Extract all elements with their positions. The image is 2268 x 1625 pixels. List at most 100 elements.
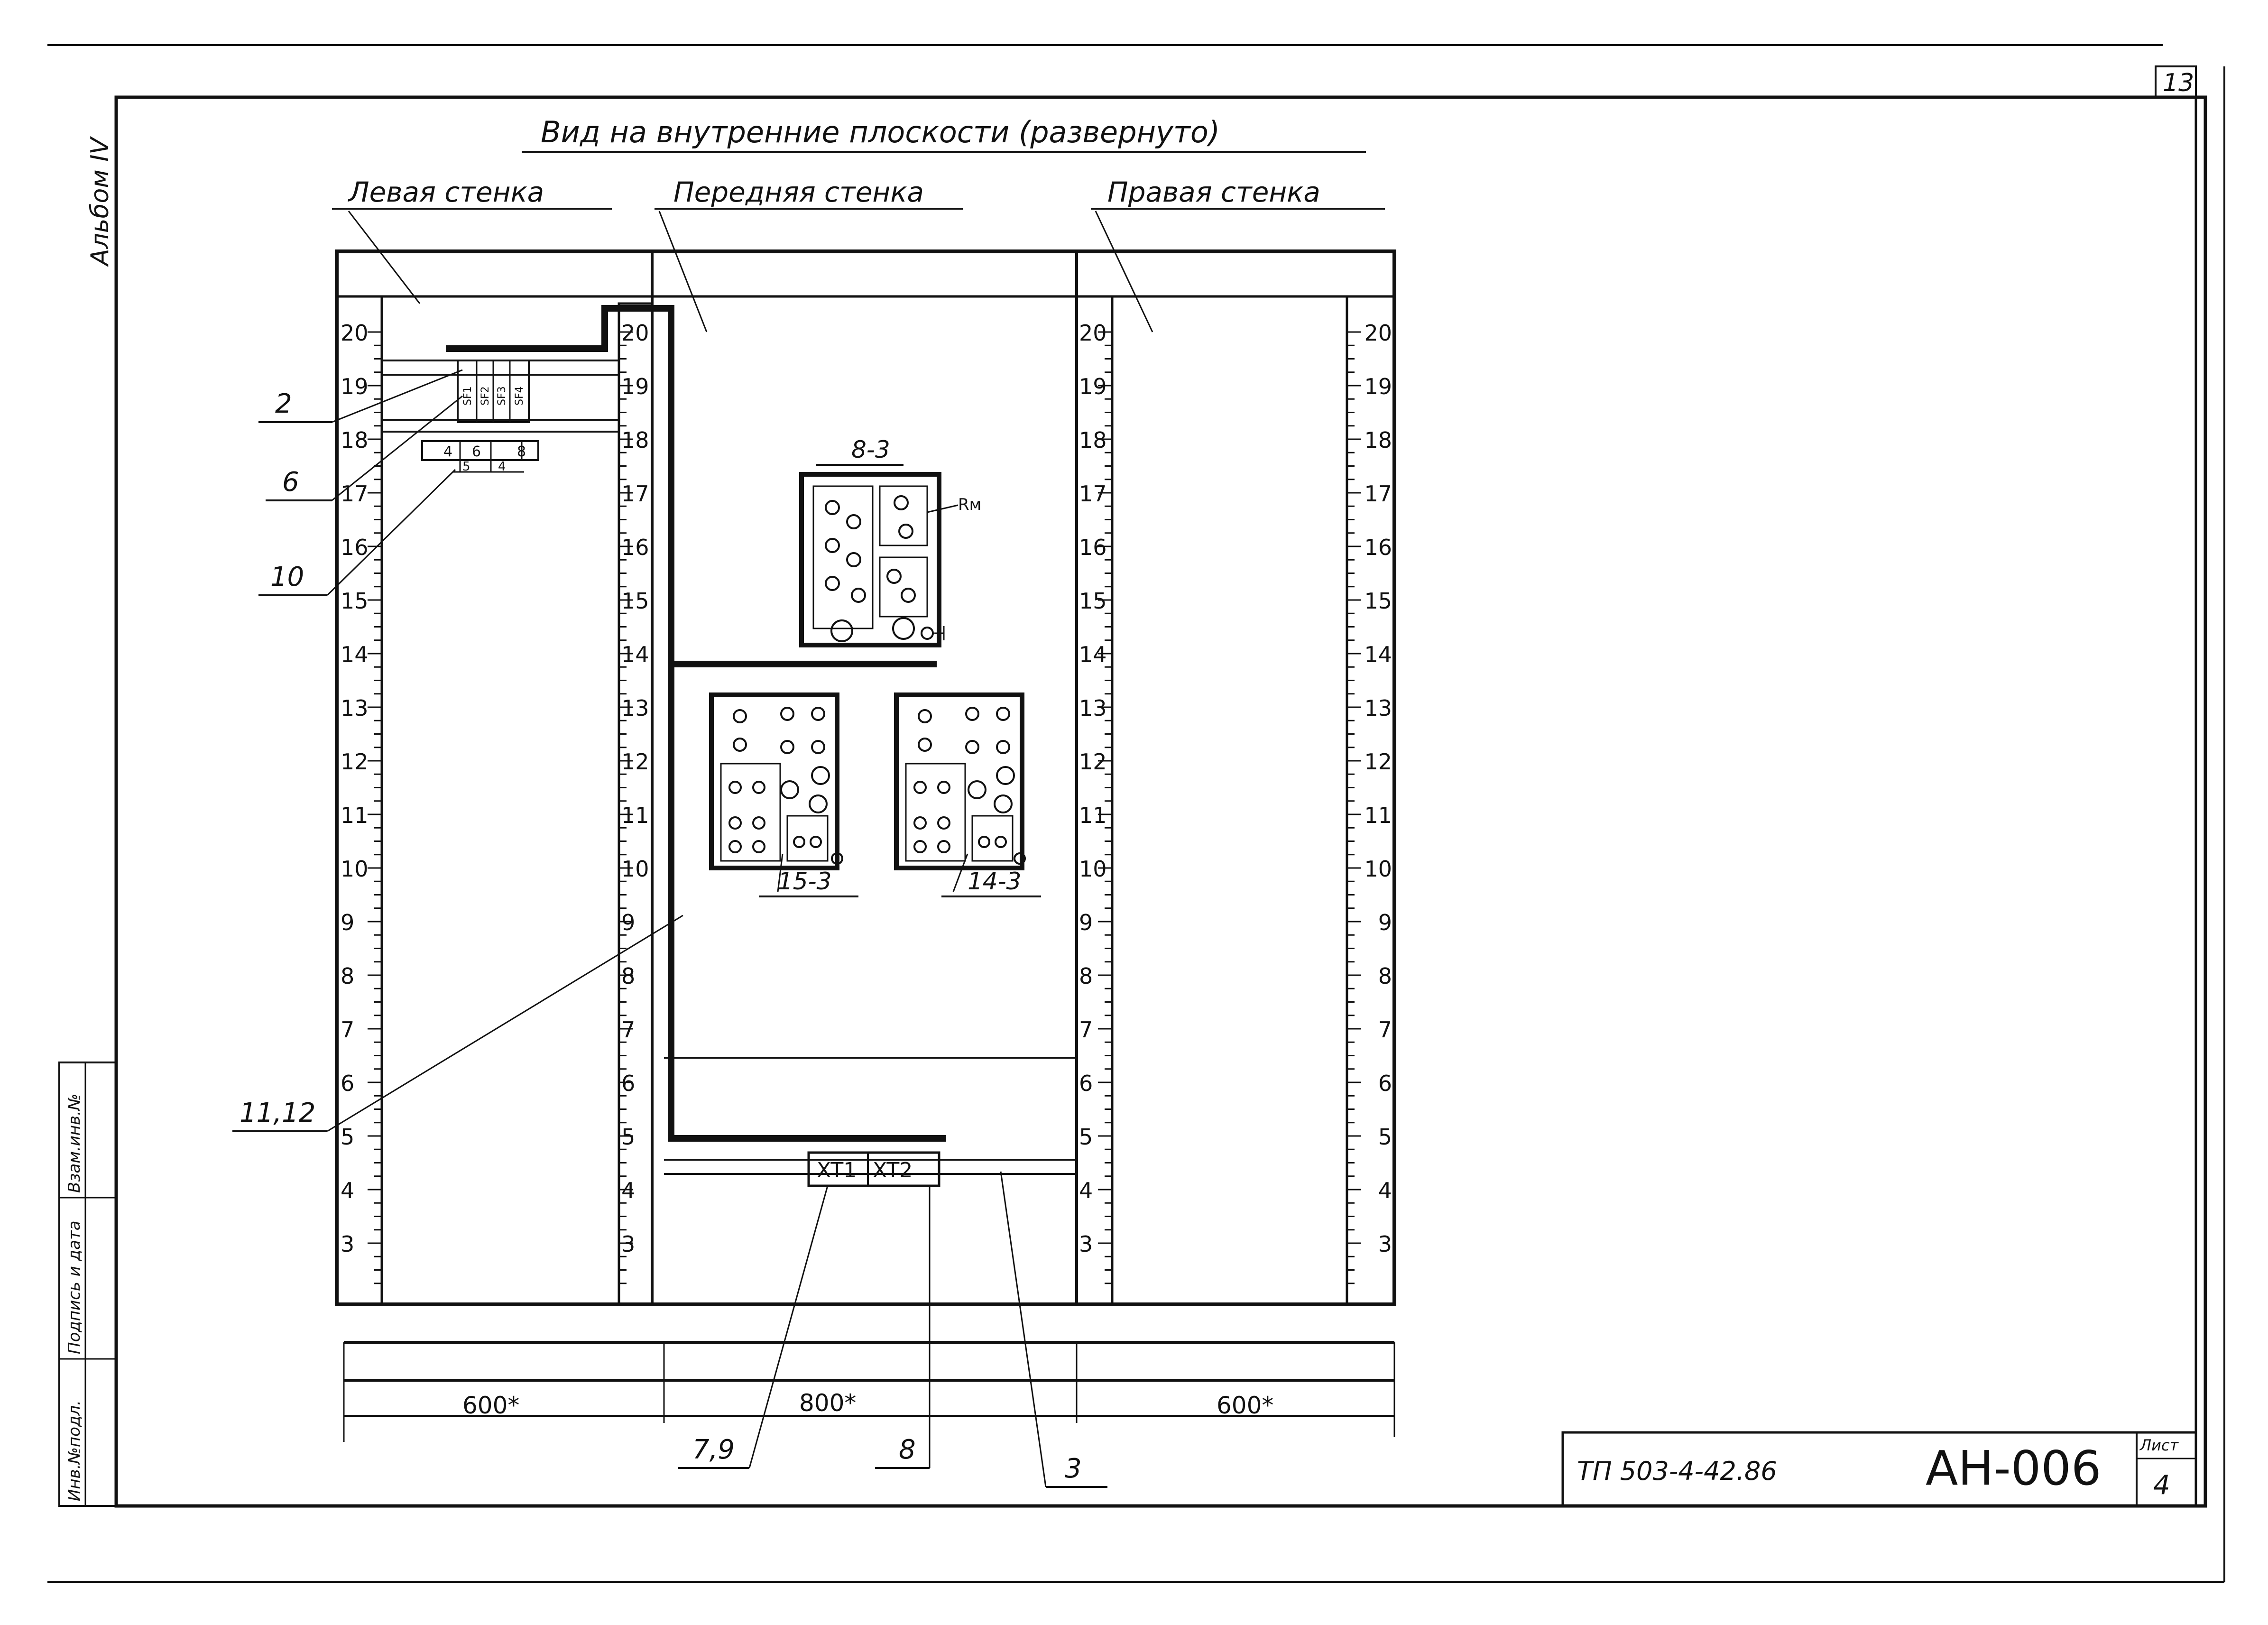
scale-mark-label: 9 — [1079, 910, 1093, 935]
wall-label-left: Левая стенка — [348, 176, 544, 208]
scale-mark-label: 7 — [621, 1017, 635, 1043]
scale-mark-label: 9 — [1378, 910, 1392, 935]
stamp-cell-sign: Подпись и дата — [65, 1220, 84, 1354]
scale-mark-label: 19 — [621, 374, 649, 399]
doc-number: ТП 503-4-42.86 — [1577, 1456, 1777, 1486]
scale-mark-label: 12 — [1079, 749, 1107, 775]
terminal-top-4: 4 — [443, 443, 452, 460]
scale-mark-label: 19 — [1079, 374, 1107, 399]
scale-mark-label: 18 — [1079, 427, 1107, 453]
dimensions: 600* 800* 600* — [343, 1342, 1395, 1442]
terminal-top-8: 8 — [517, 443, 526, 460]
scale-mark-label: 17 — [1364, 481, 1392, 507]
scale-mark-label: 11 — [1364, 803, 1392, 828]
scale-mark-label: 4 — [621, 1178, 635, 1203]
scale-mark-label: 10 — [341, 856, 369, 882]
scale-mark-label: 15 — [621, 588, 649, 614]
scale-mark-label: 15 — [1364, 588, 1392, 614]
scale-mark-label: 3 — [621, 1231, 635, 1257]
scale-mark-label: 15 — [341, 588, 369, 614]
scale-mark-label: 5 — [1378, 1124, 1392, 1150]
scale-mark-label: 11 — [1079, 803, 1107, 828]
callout-6: 6 — [282, 467, 299, 498]
scale-mark-label: 4 — [1079, 1178, 1093, 1203]
scale-mark-label: 12 — [621, 749, 649, 775]
wall-label-front: Передняя стенка — [673, 176, 924, 208]
scale-mark-label: 16 — [1079, 535, 1107, 560]
scale-mark-label: 9 — [341, 910, 354, 935]
callout-3: 3 — [1065, 1453, 1082, 1484]
scale-mark-label: 17 — [621, 481, 649, 507]
scale-mark-label: 10 — [1364, 856, 1392, 882]
scale-mark-label: 4 — [1378, 1178, 1392, 1203]
scale-mark-label: 20 — [341, 320, 369, 346]
scale-mark-label: 10 — [621, 856, 649, 882]
scale-mark-label: 14 — [621, 642, 649, 667]
device-8-3-label: 8-3 — [851, 436, 890, 463]
device-15-3-label: 15-3 — [778, 868, 831, 895]
scale-mark-label: 19 — [1364, 374, 1392, 399]
terminal-bottom-5: 5 — [462, 460, 470, 474]
scale-mark-label: 13 — [1079, 695, 1107, 721]
scale-mark-label: 17 — [341, 481, 369, 507]
sheet-number: 4 — [2153, 1470, 2170, 1501]
scale-mark-label: 5 — [1079, 1124, 1093, 1150]
scale-mark-label: 8 — [1378, 963, 1392, 989]
scale-mark-label: 15 — [1079, 588, 1107, 614]
scale-mark-label: 3 — [1079, 1231, 1093, 1257]
stamp-cell-replace: Взам.инв.№ — [65, 1094, 84, 1193]
cable-run — [446, 305, 946, 1142]
scale-mark-label: 14 — [1364, 642, 1392, 667]
scale-mark-label: 12 — [1364, 749, 1392, 775]
callout-11-12: 11,12 — [240, 1098, 315, 1128]
scale-mark-label: 20 — [1079, 320, 1107, 346]
scale-mark-label: 3 — [341, 1231, 354, 1257]
scale-mark-label: 13 — [1364, 695, 1392, 721]
scale-mark-label: 10 — [1079, 856, 1107, 882]
scale-mark-label: 11 — [341, 803, 369, 828]
scale-mark-label: 8 — [341, 963, 354, 989]
breaker-block: SF1 SF2 SF3 SF4 4 6 8 5 4 — [382, 345, 619, 474]
page-number: 13 — [2163, 69, 2194, 97]
scale-mark-label: 7 — [1378, 1017, 1392, 1043]
scale-mark-label: 12 — [341, 749, 369, 775]
scale-mark-label: 14 — [341, 642, 369, 667]
breaker-sf4: SF4 — [514, 386, 526, 406]
scale-mark-label: 8 — [621, 963, 635, 989]
terminal-top-6: 6 — [472, 443, 481, 460]
sheet-frame — [47, 44, 2225, 1583]
album-label: Альбом IV — [86, 136, 114, 267]
dimension-front: 800* — [799, 1389, 856, 1417]
scale-mark-label: 20 — [1364, 320, 1392, 346]
scale-mark-label: 17 — [1079, 481, 1107, 507]
sheet-label: Лист — [2139, 1436, 2179, 1454]
device-14-3-label: 14-3 — [968, 868, 1021, 895]
doc-code: АН-006 — [1926, 1440, 2102, 1496]
scale-mark-label: 13 — [621, 695, 649, 721]
scale-mark-label: 6 — [1079, 1071, 1093, 1096]
scale-mark-label: 13 — [341, 695, 369, 721]
terminal-bottom-4: 4 — [498, 460, 506, 474]
scale-mark-label: 5 — [621, 1124, 635, 1150]
scale-mark-label: 16 — [621, 535, 649, 560]
scale-mark-label: 14 — [1079, 642, 1107, 667]
stamp-cell-inv: Инв.№подл. — [65, 1400, 84, 1501]
scale-mark-label: 8 — [1079, 963, 1093, 989]
callout-2: 2 — [275, 388, 292, 419]
scale-mark-label: 5 — [341, 1124, 354, 1150]
scale-mark-label: 16 — [341, 535, 369, 560]
wall-label-right: Правая стенка — [1107, 176, 1320, 208]
dimension-right: 600* — [1217, 1392, 1273, 1419]
drawing-title: Вид на внутренние плоскости (развернуто) — [541, 115, 1220, 149]
side-stamp: Альбом IV Инв.№подл. Подпись и дата Взам… — [58, 136, 117, 1507]
scale-mark-label: 4 — [341, 1178, 354, 1203]
scale-mark-label: 7 — [341, 1017, 354, 1043]
terminal-xt2: XT2 — [873, 1158, 913, 1182]
device-14-3: 14-3 — [894, 692, 1041, 897]
callout-8: 8 — [899, 1434, 916, 1465]
device-8-3: 8-3 Rм — [799, 436, 981, 647]
scale-mark-label: 19 — [341, 374, 369, 399]
